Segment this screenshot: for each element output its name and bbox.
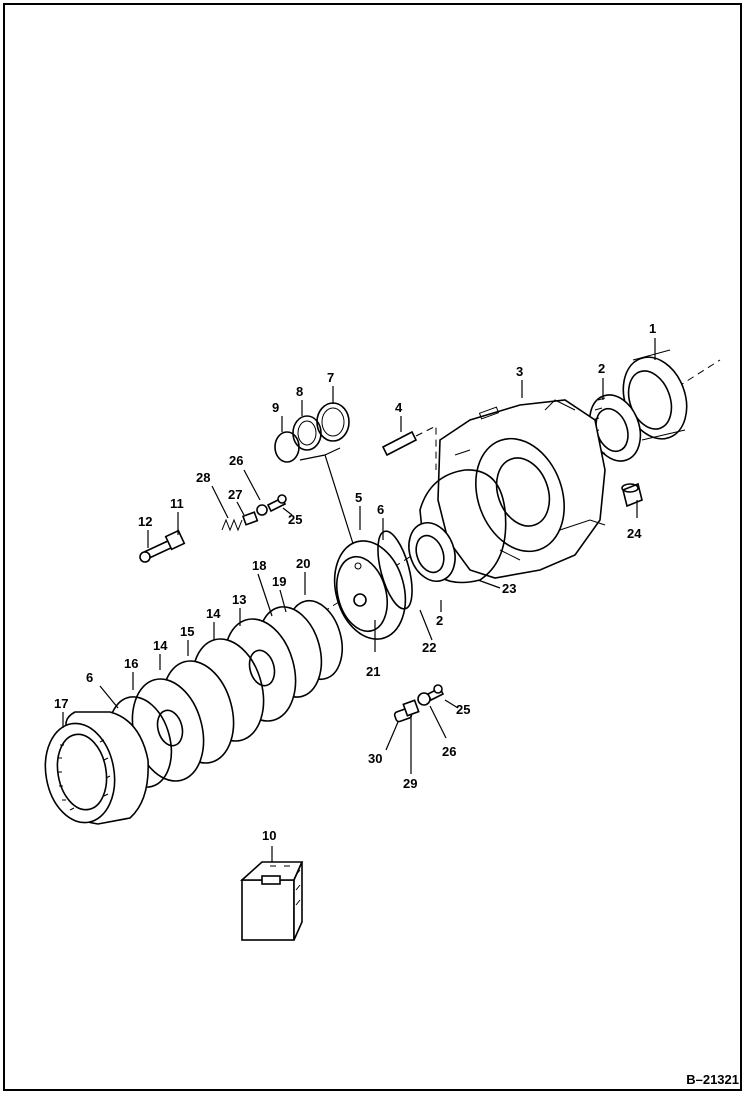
callout-12: 12	[138, 514, 152, 529]
callout-17: 17	[54, 696, 68, 711]
callout-24: 24	[627, 526, 642, 541]
callout-9: 9	[272, 400, 279, 415]
callout-21: 21	[366, 664, 380, 679]
bushing-part	[621, 482, 643, 508]
callout-5: 5	[355, 490, 362, 505]
callout-10: 10	[262, 828, 276, 843]
rings-7-8-9	[274, 402, 356, 551]
callout-13: 13	[232, 592, 246, 607]
bolt-fitting-part	[139, 529, 186, 563]
callout-22: 22	[422, 640, 436, 655]
callout-14-lower: 14	[153, 638, 168, 653]
bearing-part-lower	[408, 522, 456, 582]
callout-leaders	[62, 338, 656, 862]
callout-26-lower: 26	[442, 744, 456, 759]
callout-labels: 1 2 3 2 4 5 6 7 8 9 10 11 12 13 14 14 15…	[54, 321, 656, 843]
ring-gear-part	[44, 711, 149, 825]
seal-kit-part	[239, 861, 304, 941]
callout-1: 1	[649, 321, 656, 336]
callout-6-lower: 6	[86, 670, 93, 685]
figure-reference: B–21321	[686, 1072, 739, 1087]
gasket-part	[419, 469, 507, 584]
callout-30: 30	[368, 751, 382, 766]
gear-stack-part	[131, 599, 343, 782]
callout-11: 11	[170, 496, 184, 511]
callout-23: 23	[502, 581, 516, 596]
callout-2-lower: 2	[436, 613, 443, 628]
callout-16: 16	[124, 656, 138, 671]
callout-8: 8	[296, 384, 303, 399]
housing-part	[437, 399, 606, 579]
callout-14-upper: 14	[206, 606, 221, 621]
diagram-border	[3, 3, 742, 1091]
carrier-assembly-part	[333, 530, 413, 640]
callout-2-upper: 2	[598, 361, 605, 376]
callout-3: 3	[516, 364, 523, 379]
callout-26-upper: 26	[229, 453, 243, 468]
callout-7: 7	[327, 370, 334, 385]
callout-15: 15	[180, 624, 194, 639]
plug-parts-lower	[393, 684, 445, 723]
relief-valve-parts	[221, 494, 287, 532]
callout-28: 28	[196, 470, 210, 485]
dowel-pin-part	[381, 425, 437, 470]
callout-29: 29	[403, 776, 417, 791]
callout-18: 18	[252, 558, 266, 573]
callout-6-upper: 6	[377, 502, 384, 517]
callout-4: 4	[395, 400, 403, 415]
callout-20: 20	[296, 556, 310, 571]
callout-25-upper: 25	[288, 512, 302, 527]
callout-19: 19	[272, 574, 286, 589]
callout-27: 27	[228, 487, 242, 502]
callout-25-lower: 25	[456, 702, 470, 717]
